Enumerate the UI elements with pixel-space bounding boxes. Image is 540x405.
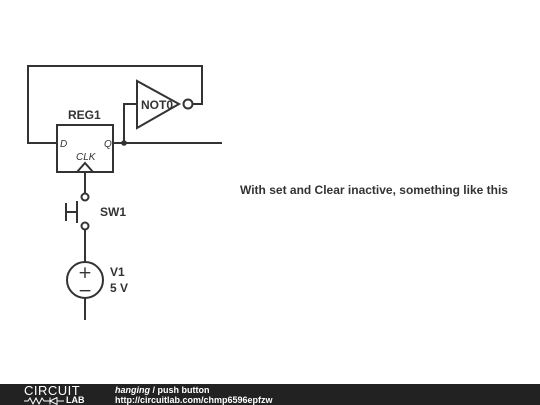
circuitlab-logo[interactable]: CIRCUIT LAB xyxy=(24,384,94,405)
register-label: REG1 xyxy=(68,108,101,122)
source-plus: + xyxy=(78,263,92,283)
register-pin-d: D xyxy=(60,139,67,150)
logo-text-lab: LAB xyxy=(66,395,85,405)
resistor-diode-icon xyxy=(24,397,64,405)
source-value: 5 V xyxy=(110,281,128,295)
switch-label: SW1 xyxy=(100,205,126,219)
circuit-schematic: REG1 D Q CLK NOT0 SW1 + − V1 5 V xyxy=(27,65,222,320)
footer-circuit-title: push button xyxy=(157,385,210,395)
switch-terminal-bottom xyxy=(80,221,90,231)
inverter-bubble xyxy=(182,98,194,110)
source-minus: − xyxy=(78,281,92,301)
annotation-text: With set and Clear inactive, something l… xyxy=(240,183,508,197)
feedback-wire xyxy=(27,65,203,144)
junction-dot xyxy=(121,140,127,146)
register-pin-q: Q xyxy=(104,139,112,150)
footer-user[interactable]: hanging xyxy=(115,385,150,395)
switch-actuator xyxy=(65,201,78,223)
footer-separator: / xyxy=(150,385,158,395)
source-label: V1 xyxy=(110,265,125,279)
logo-text-circuit: CIRCUIT xyxy=(24,383,81,398)
footer-bar: CIRCUIT LAB hanging / push button http:/… xyxy=(0,384,540,405)
footer-url-link[interactable]: http://circuitlab.com/chmp6596epfzw xyxy=(115,395,273,405)
register-pin-clk: CLK xyxy=(76,152,97,163)
inverter-input-wire xyxy=(123,103,137,143)
voltage-source xyxy=(66,261,104,299)
inverter-triangle xyxy=(136,79,182,130)
footer-title: hanging / push button xyxy=(115,385,210,395)
inverter-label: NOT0 xyxy=(141,98,173,112)
clock-triangle xyxy=(76,161,94,173)
switch-terminal-top xyxy=(80,192,90,202)
